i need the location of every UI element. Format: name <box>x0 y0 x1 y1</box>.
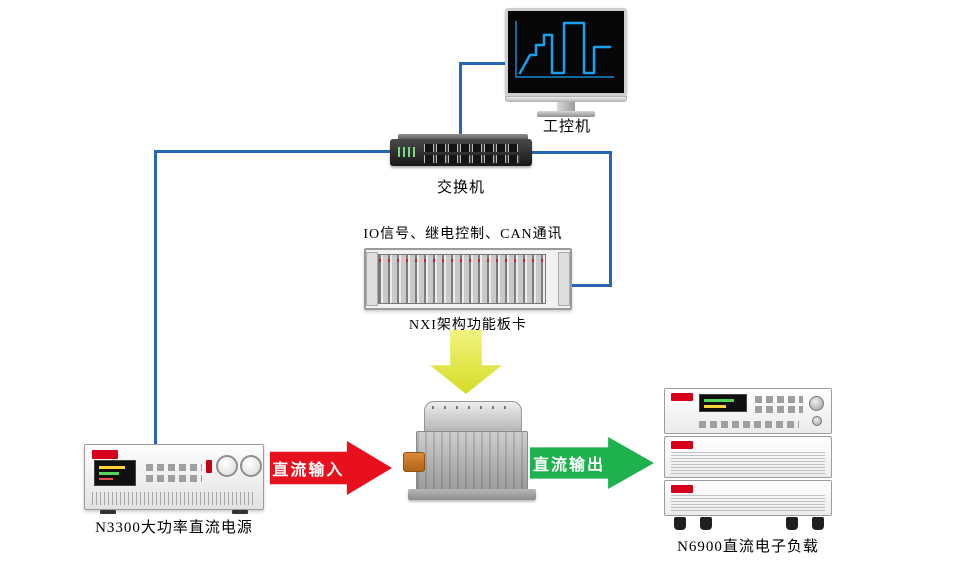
load-display <box>699 394 747 412</box>
dc-input-label: 直流输入 <box>272 462 345 479</box>
switch-led-strip <box>398 147 418 157</box>
load-vents-bottom <box>671 495 825 513</box>
nxi-label: NXI架构功能板卡 <box>409 318 527 333</box>
load-display-line1 <box>704 399 734 402</box>
dut-converter <box>416 431 528 491</box>
load-unit-middle <box>664 436 832 478</box>
industrial-pc-monitor <box>505 8 627 96</box>
line-pc-to-switch <box>459 62 462 140</box>
psu-vent-grille <box>92 492 256 505</box>
load-unit-bottom <box>664 480 832 516</box>
load-brand-logo-3 <box>671 485 693 493</box>
psu-display <box>94 460 136 486</box>
psu-label: N3300大功率直流电源 <box>95 520 253 536</box>
load-label: N6900直流电子负载 <box>677 539 819 555</box>
load-caster-3 <box>786 517 798 530</box>
dc-output-label: 直流输出 <box>533 457 606 474</box>
line-switch-to-psu <box>154 150 157 446</box>
psu-output-terminal-2 <box>240 455 262 477</box>
psu-display-line2 <box>99 472 119 475</box>
io-caption: IO信号、继电控制、CAN通讯 <box>363 227 563 242</box>
psu-button-row-bottom <box>146 475 202 482</box>
psu-foot-left <box>100 510 116 514</box>
chassis-card-slots <box>378 254 546 304</box>
psu-display-line3 <box>99 478 113 480</box>
load-display-line2 <box>704 405 726 408</box>
switch-port-row-top <box>424 144 520 152</box>
psu-output-terminal-1 <box>216 455 238 477</box>
load-button-row-3 <box>699 421 799 428</box>
load-knob-small <box>812 416 822 426</box>
line-switch-right-horizontal <box>532 151 612 154</box>
psu-button-row-top <box>146 464 202 471</box>
load-caster-1 <box>674 517 686 530</box>
monitor-chin <box>505 96 627 102</box>
switch-port-row-bottom <box>424 155 520 163</box>
dut-mounting-base <box>408 489 536 500</box>
psu-power-switch <box>206 460 212 473</box>
waveform-chart <box>515 21 614 78</box>
switch-top-face <box>398 134 528 141</box>
load-brand-logo-1 <box>671 393 693 401</box>
load-caster-2 <box>700 517 712 530</box>
load-brand-logo-2 <box>671 441 693 449</box>
line-switch-left-horizontal <box>154 150 392 153</box>
psu-foot-right <box>232 510 248 514</box>
switch-label: 交换机 <box>436 180 485 196</box>
line-chassis-horizontal <box>572 284 612 287</box>
load-vents-middle <box>671 452 825 474</box>
dc-input-arrow: 直流输入 <box>270 441 392 495</box>
chassis-rail-right <box>558 252 570 306</box>
load-button-row-1 <box>755 396 803 403</box>
control-arrow-down <box>430 330 502 394</box>
load-button-row-2 <box>755 406 803 413</box>
load-knob-large <box>809 396 824 411</box>
chassis-card-leds <box>379 259 545 262</box>
monitor-stand-base <box>537 111 595 117</box>
load-caster-4 <box>812 517 824 530</box>
psu-brand-logo <box>92 450 118 459</box>
load-unit-top <box>664 388 832 434</box>
monitor-stand-neck <box>557 102 575 112</box>
dc-output-arrow: 直流输出 <box>530 437 654 489</box>
chassis-rail-left <box>366 252 378 306</box>
dut-bolts <box>432 406 516 409</box>
dut-connector <box>403 452 425 472</box>
industrial-pc-label: 工控机 <box>542 119 591 135</box>
line-pc-horizontal <box>459 62 507 65</box>
psu-display-line1 <box>99 466 125 469</box>
line-switch-to-chassis-vertical <box>609 151 612 287</box>
